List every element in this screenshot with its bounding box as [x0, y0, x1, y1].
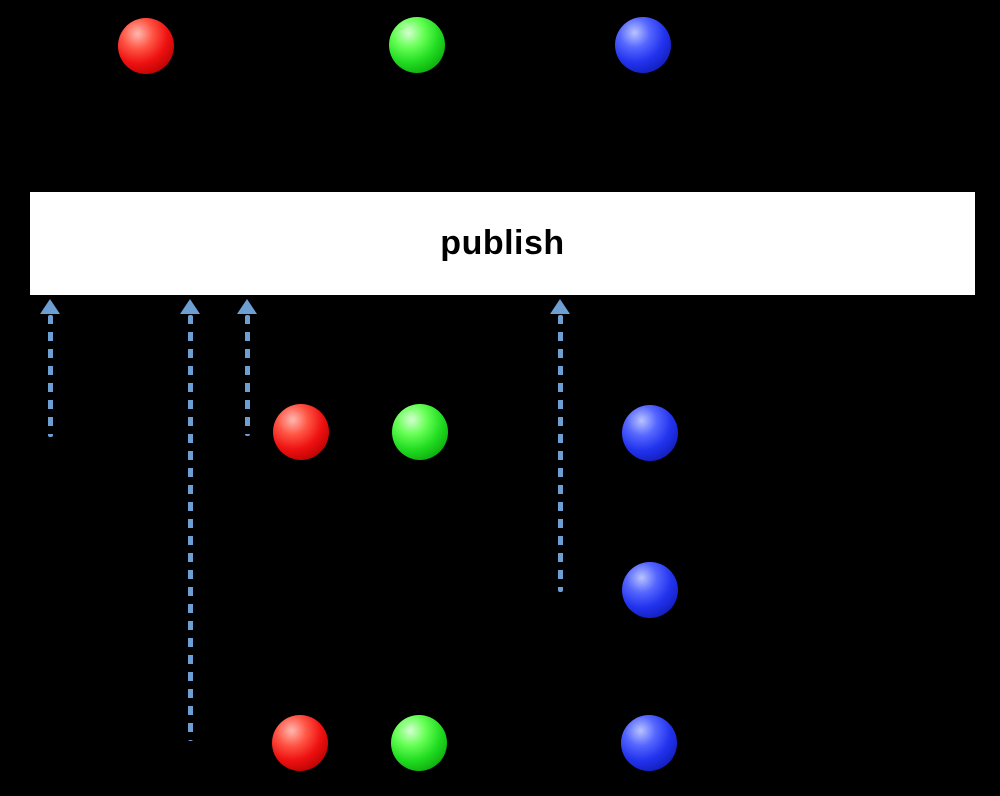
subscriber1-marble-blue — [622, 405, 678, 461]
subscribe-arrow-1 — [40, 299, 60, 437]
arrow-up-icon — [180, 299, 200, 314]
operator-box: publish — [30, 192, 975, 295]
arrow-dashed-line — [47, 315, 53, 437]
subscriber2-marble-blue — [622, 562, 678, 618]
arrow-dashed-line — [187, 315, 193, 741]
arrow-up-icon — [237, 299, 257, 314]
subscribe-arrow-3 — [237, 299, 257, 436]
source-marble-red — [118, 18, 174, 74]
operator-label: publish — [440, 224, 565, 262]
subscriber1-marble-green — [392, 404, 448, 460]
subscribe-arrow-2 — [180, 299, 200, 741]
arrow-up-icon — [40, 299, 60, 314]
arrow-dashed-line — [244, 315, 250, 436]
arrow-up-icon — [550, 299, 570, 314]
source-marble-green — [389, 17, 445, 73]
subscriber3-marble-blue — [621, 715, 677, 771]
subscriber1-marble-red — [273, 404, 329, 460]
subscriber3-marble-red — [272, 715, 328, 771]
source-marble-blue — [615, 17, 671, 73]
arrow-dashed-line — [557, 315, 563, 592]
subscribe-arrow-4 — [550, 299, 570, 592]
subscriber3-marble-green — [391, 715, 447, 771]
